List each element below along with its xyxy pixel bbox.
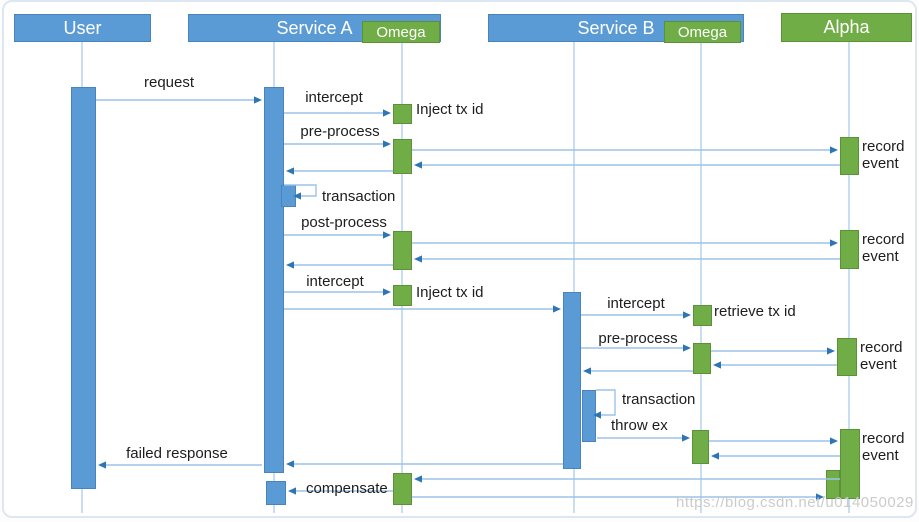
alpha-record-activation-3 bbox=[837, 338, 857, 376]
omega-b-throwex-activation bbox=[692, 430, 709, 464]
throw-ex-arrow bbox=[597, 434, 690, 442]
omega-b-retrieve-activation bbox=[693, 305, 712, 326]
pre-process-b-label: pre-process bbox=[598, 330, 678, 347]
record-event-call-2-arrow-head bbox=[830, 239, 838, 247]
record-event-call-3-arrow-head bbox=[827, 347, 835, 355]
inject-tx-id-label-2: Inject tx id bbox=[416, 284, 484, 301]
transaction-a-loop-head bbox=[293, 192, 301, 200]
omega-a-inject-activation-2 bbox=[393, 285, 412, 306]
record-event-label-4: record event bbox=[862, 430, 905, 464]
alpha-record-activation-1 bbox=[840, 137, 859, 175]
service-a-to-service-b-arrow bbox=[284, 305, 561, 313]
record-event-call-1-arrow bbox=[412, 146, 838, 154]
message-arrow-layer bbox=[96, 96, 840, 501]
compensate-trigger-arrow bbox=[414, 475, 840, 483]
compensate-label: compensate bbox=[306, 480, 388, 497]
alpha-record-activation-2 bbox=[840, 230, 859, 269]
intercept-b-arrow-head bbox=[683, 311, 691, 319]
intercept-a-2-arrow bbox=[284, 288, 391, 296]
watermark-text: https://blog.csdn.net/u014050029 bbox=[676, 494, 914, 511]
service-a-to-service-b-arrow-head bbox=[553, 305, 561, 313]
failed-response-b-to-a-arrow bbox=[286, 460, 563, 468]
request-arrow-head bbox=[254, 96, 262, 104]
pre-process-a-label: pre-process bbox=[300, 123, 380, 140]
record-event-label-1: record event bbox=[862, 138, 905, 172]
record-event-call-2-arrow bbox=[412, 239, 838, 247]
transaction-b-label: transaction bbox=[622, 391, 696, 408]
intercept-b-label: intercept bbox=[607, 295, 665, 312]
pre-process-a-return-arrow-head bbox=[286, 167, 294, 175]
failed-response-b-to-a-arrow-head bbox=[286, 460, 294, 468]
transaction-a-loop-line bbox=[284, 184, 317, 197]
omega-b-preprocess-activation bbox=[693, 343, 711, 374]
compensate-arrow-head bbox=[288, 487, 296, 495]
transaction-b-loop bbox=[593, 389, 616, 419]
record-event-return-3-arrow-head bbox=[713, 361, 721, 369]
omega-a-inject-activation-1 bbox=[393, 104, 412, 124]
transaction-a-label: transaction bbox=[322, 188, 396, 205]
record-event-call-1-arrow-head bbox=[830, 146, 838, 154]
pre-process-b-arrow bbox=[581, 344, 691, 352]
user-activation bbox=[71, 87, 96, 489]
intercept-b-arrow bbox=[581, 311, 691, 319]
alpha-record-activation-5 bbox=[826, 470, 840, 499]
failed-response-label: failed response bbox=[126, 445, 228, 462]
record-event-call-4-arrow-head bbox=[830, 437, 838, 445]
failed-response-a-to-user-arrow-head bbox=[98, 461, 106, 469]
intercept-a-2-label: intercept bbox=[306, 273, 364, 290]
transaction-b-loop-line bbox=[596, 389, 616, 416]
service-a-compensate-activation bbox=[266, 481, 286, 505]
record-event-call-3-arrow bbox=[711, 347, 835, 355]
post-process-a-label: post-process bbox=[301, 214, 387, 231]
record-event-return-4-arrow bbox=[711, 452, 840, 460]
request-label: request bbox=[143, 74, 195, 91]
pre-process-a-arrow bbox=[284, 140, 391, 148]
post-process-a-return-arrow-head bbox=[286, 261, 294, 269]
intercept-a-arrow bbox=[284, 109, 391, 117]
inject-tx-id-label-1: Inject tx id bbox=[416, 101, 484, 118]
record-event-call-4-arrow bbox=[709, 437, 838, 445]
record-event-call-5-arrow-head bbox=[816, 493, 824, 501]
throw-ex-label: throw ex bbox=[611, 417, 668, 434]
actor-omega-a: Omega bbox=[362, 21, 440, 43]
record-event-call-5-arrow bbox=[412, 493, 824, 501]
record-event-return-2-arrow-head bbox=[414, 255, 422, 263]
intercept-a-arrow-head bbox=[383, 109, 391, 117]
request-arrow bbox=[96, 96, 262, 104]
pre-process-b-return-arrow bbox=[583, 367, 693, 375]
pre-process-b-arrow-head bbox=[683, 344, 691, 352]
throw-ex-arrow-head bbox=[682, 434, 690, 442]
record-event-label-2: record event bbox=[862, 231, 905, 265]
omega-a-compensate-activation bbox=[393, 473, 412, 505]
record-event-return-3-arrow bbox=[713, 361, 837, 369]
pre-process-b-return-arrow-head bbox=[583, 367, 591, 375]
retrieve-tx-id-label: retrieve tx id bbox=[714, 303, 796, 320]
compensate-trigger-arrow-head bbox=[414, 475, 422, 483]
record-event-return-2-arrow bbox=[414, 255, 840, 263]
transaction-b-loop-head bbox=[593, 411, 601, 419]
record-event-return-1-arrow-head bbox=[414, 161, 422, 169]
omega-a-preprocess-activation bbox=[393, 139, 412, 174]
actor-omega-b: Omega bbox=[664, 21, 741, 43]
post-process-a-return-arrow bbox=[286, 261, 393, 269]
intercept-a-label: intercept bbox=[305, 89, 363, 106]
post-process-a-arrow-head bbox=[383, 231, 391, 239]
pre-process-a-return-arrow bbox=[286, 167, 393, 175]
failed-response-a-to-user-arrow bbox=[98, 461, 262, 469]
compensate-arrow bbox=[288, 487, 393, 495]
intercept-a-2-arrow-head bbox=[383, 288, 391, 296]
record-event-return-4-arrow-head bbox=[711, 452, 719, 460]
record-event-label-3: record event bbox=[860, 339, 903, 373]
service-b-activation bbox=[563, 292, 581, 469]
actor-alpha: Alpha bbox=[781, 13, 912, 42]
record-event-return-1-arrow bbox=[414, 161, 840, 169]
pre-process-a-arrow-head bbox=[383, 140, 391, 148]
post-process-a-arrow bbox=[284, 231, 391, 239]
transaction-a-loop bbox=[284, 184, 317, 200]
omega-a-postprocess-activation bbox=[393, 231, 412, 270]
service-a-activation bbox=[264, 87, 284, 473]
alpha-record-activation-4 bbox=[840, 429, 860, 499]
actor-user: User bbox=[14, 14, 151, 42]
